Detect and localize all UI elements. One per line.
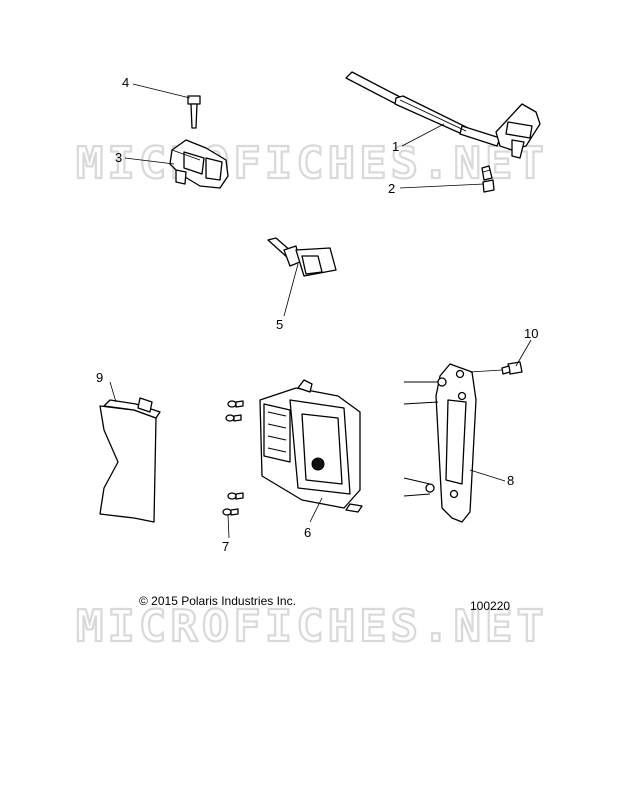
part-10-screw xyxy=(501,361,523,375)
callout-9: 9 xyxy=(96,370,103,385)
watermark-top: MICROFICHES.NET xyxy=(76,138,548,189)
leader-3 xyxy=(124,157,175,165)
part-4-bolt xyxy=(187,95,201,129)
leader-4 xyxy=(132,83,191,99)
callout-3: 3 xyxy=(115,150,122,165)
callout-6: 6 xyxy=(304,525,311,540)
part-9-cover xyxy=(99,397,161,523)
leader-6 xyxy=(309,497,323,523)
callout-7: 7 xyxy=(222,539,229,554)
leader-8 xyxy=(469,469,506,482)
callout-4: 4 xyxy=(122,75,129,90)
watermark-bottom: MICROFICHES.NET xyxy=(76,601,548,652)
callout-10: 10 xyxy=(524,326,538,341)
leader-10b xyxy=(469,369,503,373)
leader-9 xyxy=(109,381,117,403)
part-2-bolt xyxy=(481,165,495,193)
leader-10 xyxy=(515,339,532,367)
part-7-screws xyxy=(222,400,244,516)
part-8-bracket xyxy=(403,363,477,523)
leader-1 xyxy=(401,123,445,147)
callout-5: 5 xyxy=(276,317,283,332)
leader-7 xyxy=(227,513,230,539)
leader-2 xyxy=(399,183,485,189)
callout-8: 8 xyxy=(507,473,514,488)
diagram-number: 100220 xyxy=(470,599,511,613)
callout-2: 2 xyxy=(388,181,395,196)
part-1-speed-sensor xyxy=(345,71,541,159)
part-6-ecu xyxy=(259,379,363,513)
leader-5 xyxy=(283,263,299,317)
callout-1: 1 xyxy=(392,139,399,154)
part-3-sensor xyxy=(169,139,229,189)
part-5-temp-sensor xyxy=(267,237,337,277)
copyright-text: © 2015 Polaris Industries Inc. xyxy=(139,594,296,608)
